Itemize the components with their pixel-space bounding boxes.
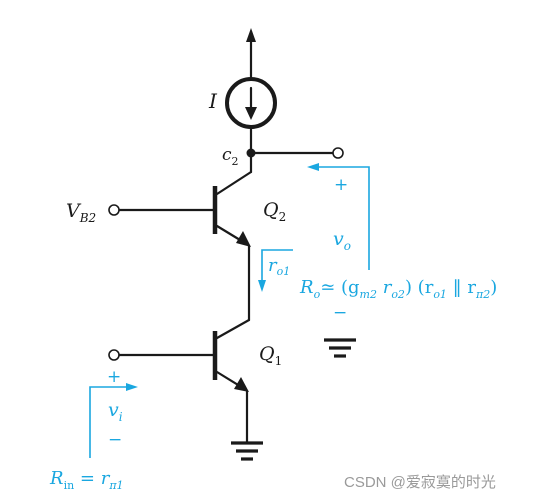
vi-label: vi xyxy=(108,399,123,424)
vo-minus: − xyxy=(333,303,347,323)
q1-emitter-arrow xyxy=(234,377,249,392)
rin-arrow xyxy=(126,383,138,391)
watermark: CSDN @爱寂寞的时光 xyxy=(344,474,496,491)
ro-arrow xyxy=(307,163,319,171)
ground-symbol-bottom xyxy=(231,441,263,461)
ground-symbol-output xyxy=(324,338,356,358)
rin-bracket xyxy=(89,386,130,458)
q2-emitter-arrow xyxy=(236,231,251,247)
vb2-terminal xyxy=(108,204,120,216)
vi-plus: + xyxy=(107,367,121,387)
output-terminal xyxy=(332,147,344,159)
vi-minus: − xyxy=(108,430,122,450)
ro-formula: Ro≃ (gm2 ro2) (ro1 ‖ rπ2) xyxy=(299,277,497,301)
ro1-label: ro1 xyxy=(268,255,290,278)
q2-label: Q2 xyxy=(263,199,286,224)
q1-label: Q1 xyxy=(259,343,282,368)
q1-collector xyxy=(215,318,251,340)
supply-arrow xyxy=(246,28,256,42)
ro-bracket xyxy=(315,166,370,270)
current-source-arrowhead xyxy=(245,107,257,120)
c2-label: c2 xyxy=(222,145,239,168)
vb2-label: VB2 xyxy=(66,200,96,225)
ro1-bracket xyxy=(261,249,293,284)
rin-formula: Rin = rπ1 xyxy=(49,468,124,492)
current-source-label: I xyxy=(208,89,218,113)
input-terminal xyxy=(108,349,120,361)
q2-collector xyxy=(215,170,253,196)
ro1-arrow xyxy=(258,280,266,292)
vo-plus: + xyxy=(334,175,348,195)
vo-label: vo xyxy=(333,228,351,253)
